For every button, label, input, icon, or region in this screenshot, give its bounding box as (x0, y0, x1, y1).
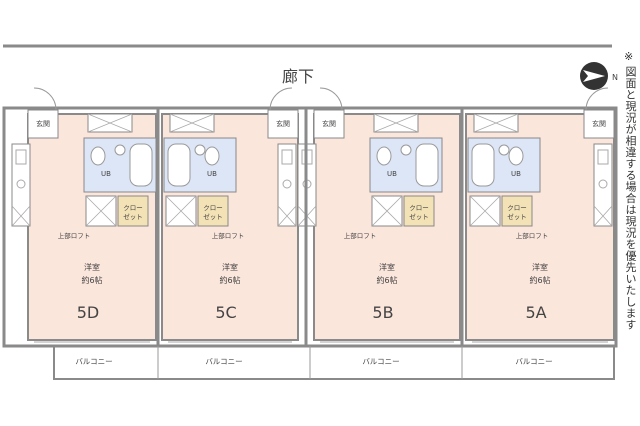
closet-5D (117, 195, 149, 227)
closet-5B (403, 195, 435, 227)
corridor-label: 廊下 (282, 67, 314, 86)
vent-cross-icon (169, 113, 215, 133)
stove-icon (16, 179, 26, 189)
loft-label-5C: 上部ロフト (212, 231, 245, 240)
bathtub-icon (415, 143, 439, 187)
stove-icon (598, 179, 608, 189)
bath-label-5D: UB (101, 170, 111, 178)
storage-cross-icon (469, 195, 501, 227)
entrance-5D (27, 109, 59, 139)
entrance-label-5C: 玄関 (276, 119, 290, 128)
compass-icon (580, 62, 608, 90)
closet-5A (501, 195, 533, 227)
closet-label2-5B: ゼット (409, 212, 429, 221)
entrance-label-5A: 玄関 (592, 119, 606, 128)
unit-name-5D: 5D (77, 303, 100, 322)
storage-cross-icon (165, 195, 197, 227)
closet-label-5A: クロー (507, 204, 527, 212)
bathtub-icon (129, 143, 153, 187)
unit-name-5A: 5A (525, 303, 546, 322)
entrance-label-5B: 玄関 (322, 119, 336, 128)
entrance-label-5D: 玄関 (36, 119, 50, 128)
room-size-5A: 約6帖 (529, 275, 550, 285)
fridge-icon (277, 205, 297, 227)
toilet-icon (508, 146, 524, 166)
door-arc-icon (319, 87, 343, 111)
closet-label2-5D: ゼット (123, 212, 143, 221)
toilet-icon (90, 146, 106, 166)
sink-icon (498, 144, 510, 156)
balcony-label-5B: バルコニー (362, 357, 399, 366)
closet-label-5C: クロー (203, 204, 223, 212)
note-text: 図面と現況が相違する場合は現況を優先いたします (624, 66, 637, 331)
bath-label-5C: UB (207, 170, 217, 178)
unit-name-5C: 5C (215, 303, 236, 322)
fridge-icon (11, 205, 31, 227)
balcony-band (53, 345, 615, 380)
door-arc-icon (269, 87, 293, 111)
compass-letter: N (612, 73, 618, 82)
door-arc-icon (33, 87, 57, 111)
room-size-5D: 約6帖 (81, 275, 102, 285)
balcony-label-5C: バルコニー (205, 357, 242, 366)
bathtub-icon (167, 143, 191, 187)
closet-label-5B: クロー (409, 204, 429, 212)
vent-cross-icon (87, 113, 133, 133)
balcony-label-5A: バルコニー (515, 357, 552, 366)
sink-icon (194, 144, 206, 156)
note-mark: ※ (624, 50, 634, 63)
bath-label-5A: UB (511, 170, 521, 178)
stove-icon (282, 179, 292, 189)
toilet-icon (376, 146, 392, 166)
closet-5C (197, 195, 229, 227)
entrance-5C (267, 109, 299, 139)
sink-icon (400, 144, 412, 156)
vent-cross-icon (373, 113, 419, 133)
balcony-label-5D: バルコニー (75, 357, 112, 366)
closet-label2-5C: ゼット (203, 212, 223, 221)
bathtub-icon (471, 143, 495, 187)
loft-label-5B: 上部ロフト (344, 231, 377, 240)
room-size-5B: 約6帖 (376, 275, 397, 285)
entrance-5A (583, 109, 615, 139)
bath-label-5B: UB (387, 170, 397, 178)
kitchen-sink-icon (15, 149, 27, 165)
toilet-icon (204, 146, 220, 166)
fridge-icon (593, 205, 613, 227)
unit-name-5B: 5B (372, 303, 393, 322)
vent-cross-icon (473, 113, 519, 133)
kitchen-sink-icon (281, 149, 293, 165)
storage-cross-icon (371, 195, 403, 227)
loft-label-5A: 上部ロフト (516, 231, 549, 240)
room-type-5D: 洋室 (84, 262, 100, 272)
storage-cross-icon (85, 195, 117, 227)
room-size-5C: 約6帖 (219, 275, 240, 285)
closet-label2-5A: ゼット (507, 212, 527, 221)
sink-icon (114, 144, 126, 156)
door-arc-icon (585, 87, 609, 111)
closet-label-5D: クロー (123, 204, 143, 212)
room-type-5C: 洋室 (222, 262, 238, 272)
kitchen-sink-icon (597, 149, 609, 165)
loft-label-5D: 上部ロフト (58, 231, 91, 240)
entrance-5B (313, 109, 345, 139)
room-type-5A: 洋室 (532, 262, 548, 272)
room-type-5B: 洋室 (379, 262, 395, 272)
